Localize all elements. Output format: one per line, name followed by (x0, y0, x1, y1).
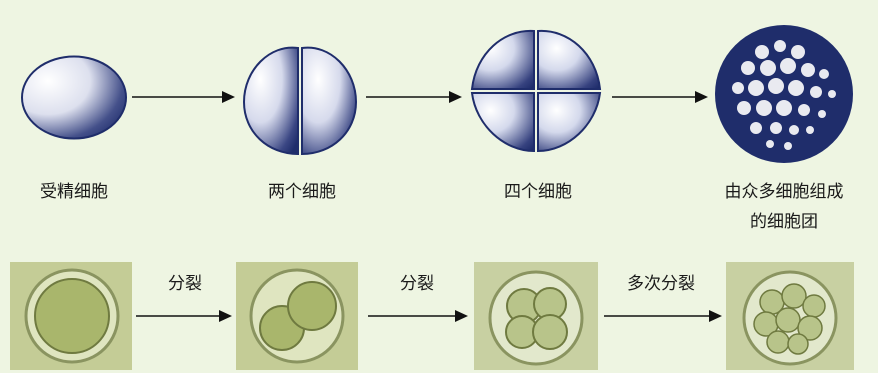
arrow-top-3 (612, 90, 708, 104)
arrow-bottom-2 (368, 309, 468, 323)
arrow-bottom-3 (604, 309, 722, 323)
photo-four-cells (474, 262, 598, 370)
arrow-top-2 (366, 90, 462, 104)
arrow-label-divide-many: 多次分裂 (606, 272, 716, 296)
arrow-label-divide-2: 分裂 (372, 272, 462, 296)
arrow-bottom-1 (136, 309, 232, 323)
drawing-single-cell (20, 55, 128, 140)
stage-label-cell-cluster-line2: 的细胞团 (690, 210, 878, 234)
drawing-two-cells (240, 40, 360, 160)
photo-single-cell (10, 262, 132, 370)
arrow-label-divide-1: 分裂 (140, 272, 230, 296)
stage-label-four-cells: 四个细胞 (486, 180, 590, 204)
stage-label-fertilized-cell: 受精细胞 (22, 180, 126, 204)
photo-two-cells (236, 262, 358, 370)
photo-multi-cells (726, 262, 854, 370)
stage-label-two-cells: 两个细胞 (250, 180, 354, 204)
stage-label-cell-cluster-line1: 由众多细胞组成 (690, 180, 878, 204)
drawing-cell-cluster (712, 22, 856, 166)
drawing-four-cells (468, 25, 604, 155)
arrow-top-1 (132, 90, 235, 104)
stage-label-cell-cluster: 由众多细胞组成 的细胞团 (690, 180, 878, 234)
